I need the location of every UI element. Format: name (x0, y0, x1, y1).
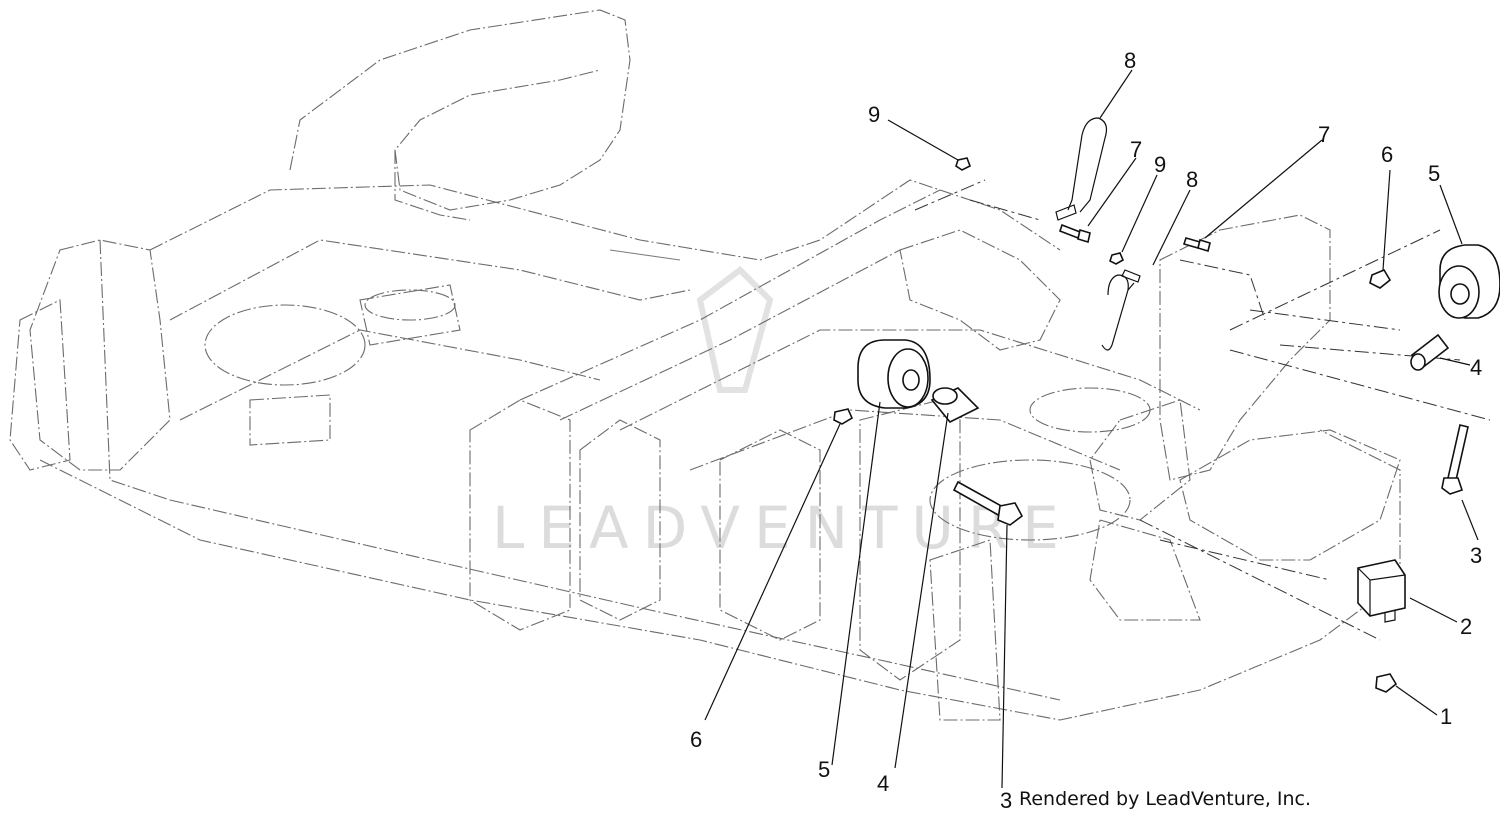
callout-3-bottom: 3 (1000, 788, 1012, 813)
callout-5-bottom: 5 (818, 757, 830, 782)
watermark-text: LEADVENTURE (492, 494, 1073, 562)
nut-left (833, 408, 854, 425)
lock-nut (1375, 673, 1398, 693)
roller-wheel-left (857, 339, 931, 409)
leader-lines (704, 69, 1479, 789)
spacer-left (930, 387, 980, 424)
nut-right (1369, 268, 1392, 289)
callout-6-right: 6 (1381, 142, 1393, 167)
callouts: 1 2 3 3 4 4 5 5 6 6 7 7 8 8 9 9 (690, 48, 1482, 813)
bolt-right (1441, 424, 1469, 495)
hairpin-lower (1101, 269, 1141, 351)
callout-7-right: 7 (1318, 122, 1330, 147)
bumper-block (1357, 559, 1406, 623)
deck-frame (9, 9, 1401, 721)
callout-8-mid: 8 (1186, 167, 1198, 192)
callout-2: 2 (1460, 614, 1472, 639)
spacer-right (1410, 333, 1450, 371)
small-nut-lower (1109, 252, 1125, 265)
watermark: LEADVENTURE (492, 266, 1073, 562)
callout-3-right: 3 (1470, 543, 1482, 568)
callout-9-left: 9 (868, 102, 880, 127)
callout-1: 1 (1440, 704, 1452, 729)
credit-text: Rendered by LeadVenture, Inc. (1019, 788, 1312, 810)
callout-9-mid: 9 (1154, 152, 1166, 177)
callout-6-bottom: 6 (690, 727, 702, 752)
callout-8-top: 8 (1124, 48, 1136, 73)
small-nut-upper (955, 157, 972, 171)
callout-7-mid: 7 (1130, 137, 1142, 162)
parts (833, 117, 1500, 693)
small-bolt-lower (1182, 237, 1211, 253)
hairpin-upper (1055, 117, 1108, 221)
callout-4-bottom: 4 (877, 771, 889, 796)
roller-wheel-right (1438, 244, 1500, 319)
small-bolt-upper (1059, 223, 1091, 244)
callout-4-right: 4 (1470, 355, 1482, 380)
bolt-center (952, 480, 1024, 526)
callout-5-right: 5 (1428, 161, 1440, 186)
